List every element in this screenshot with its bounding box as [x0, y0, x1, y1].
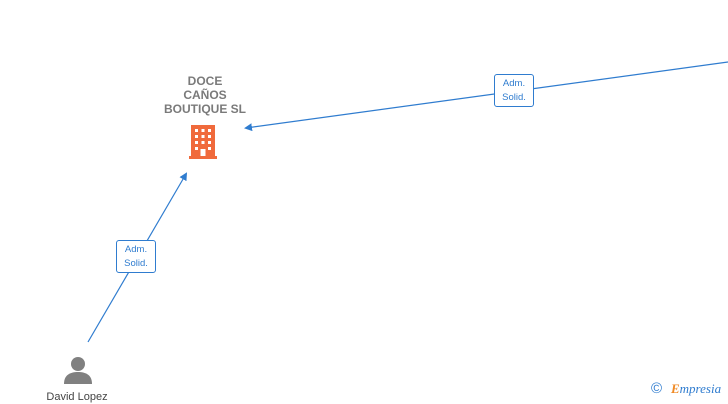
- edge-label-top[interactable]: Adm. Solid.: [494, 74, 534, 107]
- building-icon[interactable]: [189, 125, 217, 159]
- company-name-line: BOUTIQUE SL: [163, 102, 246, 116]
- person-icon[interactable]: [64, 357, 92, 384]
- copyright-symbol: ©: [651, 380, 663, 397]
- company-name-line: CAÑOS: [183, 88, 227, 102]
- company-name[interactable]: DOCE CAÑOS BOUTIQUE SL: [140, 74, 270, 116]
- edge-label-line: Solid.: [502, 92, 526, 103]
- edge-label-line: Adm.: [124, 244, 148, 255]
- brand-logo: Empresia: [671, 381, 721, 397]
- brand-initial: E: [671, 381, 680, 396]
- person-name[interactable]: David Lopez: [46, 391, 108, 403]
- edge-label-left[interactable]: Adm. Solid.: [116, 240, 156, 273]
- edge-line-top: [244, 61, 728, 132]
- brand-watermark: © Empresia: [651, 380, 728, 400]
- edge-label-line: Adm.: [502, 78, 526, 89]
- brand-rest: mpresia: [679, 381, 722, 396]
- edge-label-line: Solid.: [124, 258, 148, 269]
- company-name-line: DOCE: [187, 74, 223, 88]
